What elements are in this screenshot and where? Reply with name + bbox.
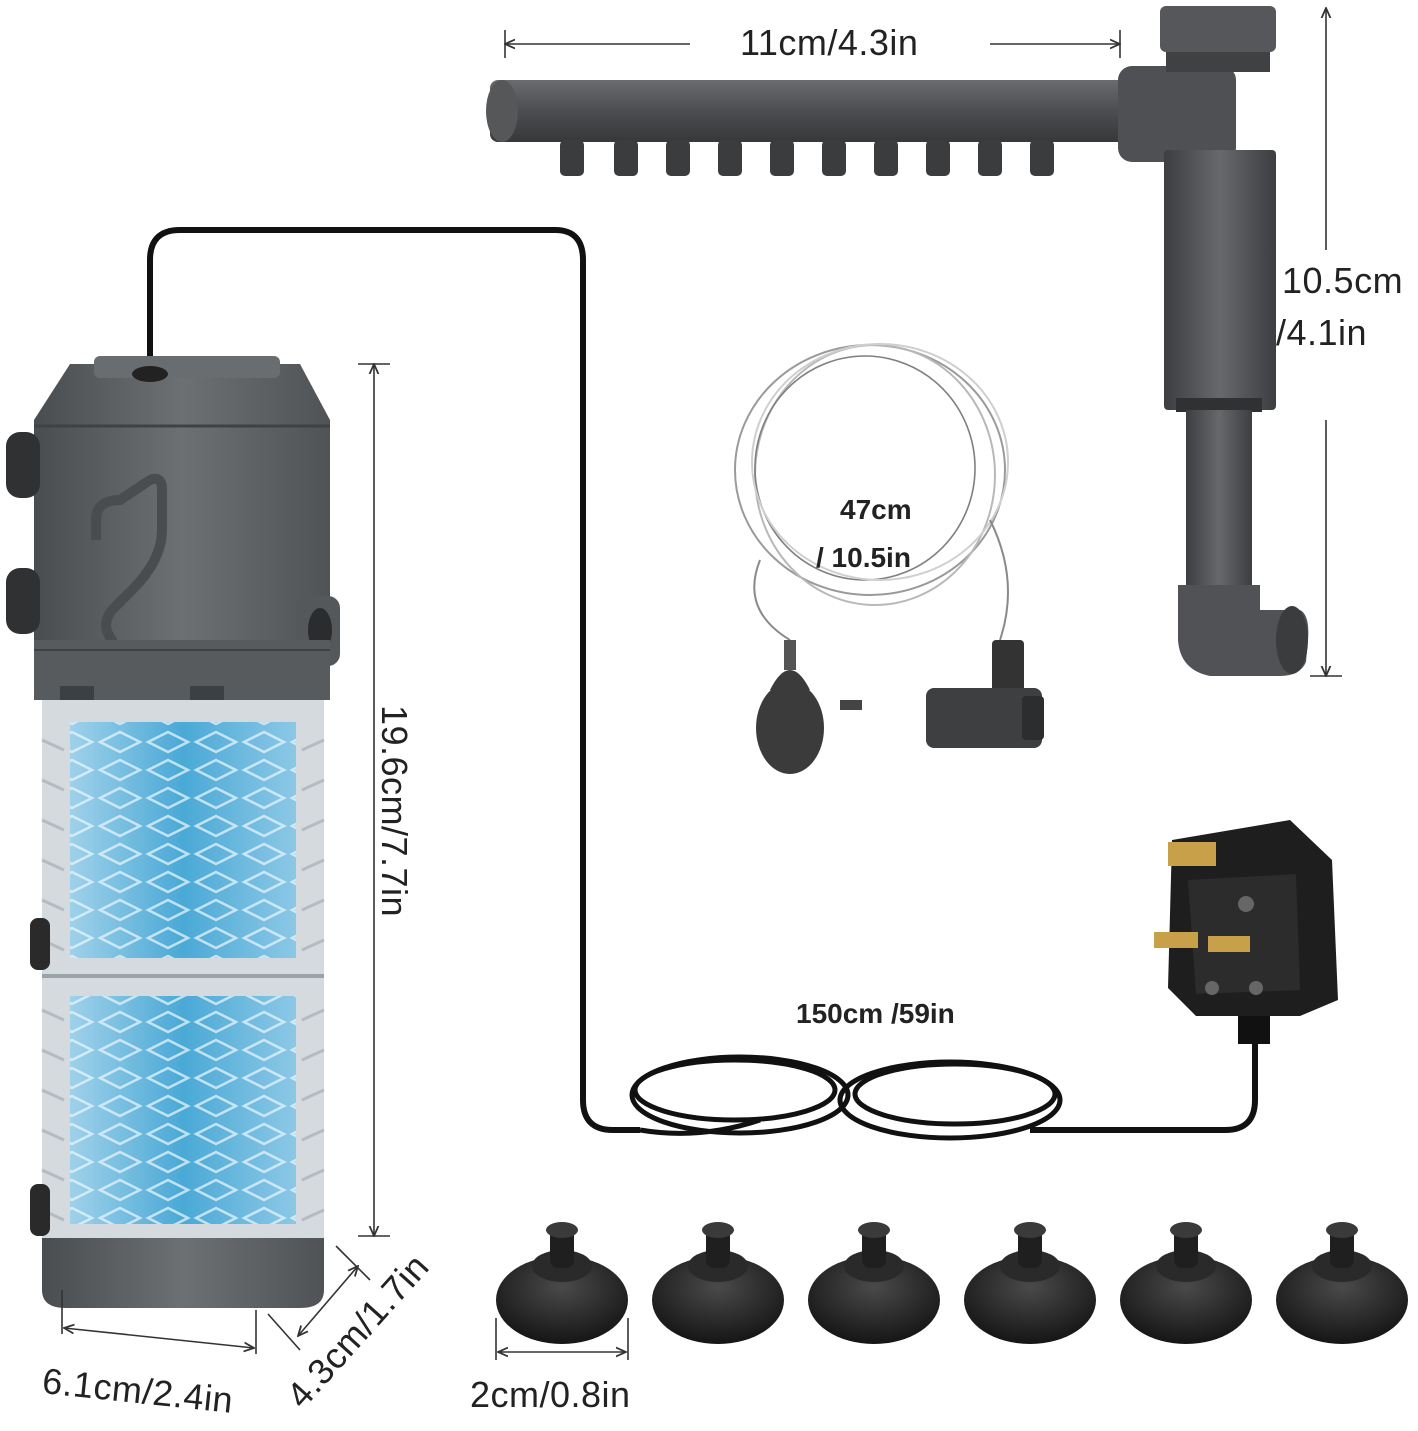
spray-bar-height-label-line1: 10.5cm (1282, 260, 1404, 301)
filter-width-dimension (61, 1290, 257, 1354)
cable-length-label: 150cm /59in (796, 998, 955, 1029)
suction-cup-icon (808, 1222, 940, 1344)
filter-height-label: 19.6cm/7.7in (374, 704, 416, 918)
spray-bar-height-label-line2: /4.1in (1276, 312, 1368, 353)
airline-length-label-line2: / 10.5in (816, 542, 911, 573)
filter-depth-dimension (267, 1245, 371, 1351)
suction-cup-icon (652, 1222, 784, 1344)
suction-cup-icon (1120, 1222, 1252, 1344)
spray-bar-icon (486, 6, 1309, 676)
spray-bar-height-dimension (1310, 8, 1342, 676)
suction-cup-size-label: 2cm/0.8in (470, 1374, 631, 1415)
uk-plug-icon (1154, 820, 1338, 1044)
filter-pump-icon (6, 356, 340, 1308)
suction-cup-size-dimension (495, 1318, 629, 1360)
filter-height-dimension (358, 364, 390, 1236)
spray-bar-length-dimension (505, 30, 1120, 58)
suction-cups (496, 1222, 1408, 1344)
airline-tube-icon (734, 343, 1044, 774)
power-cable (147, 227, 1258, 1141)
airline-length-label-line1: 47cm (840, 494, 912, 525)
suction-cup-icon (496, 1222, 628, 1344)
suction-cup-icon (964, 1222, 1096, 1344)
suction-cup-icon (1276, 1222, 1408, 1344)
spray-bar-length-label: 11cm/4.3in (740, 22, 919, 63)
